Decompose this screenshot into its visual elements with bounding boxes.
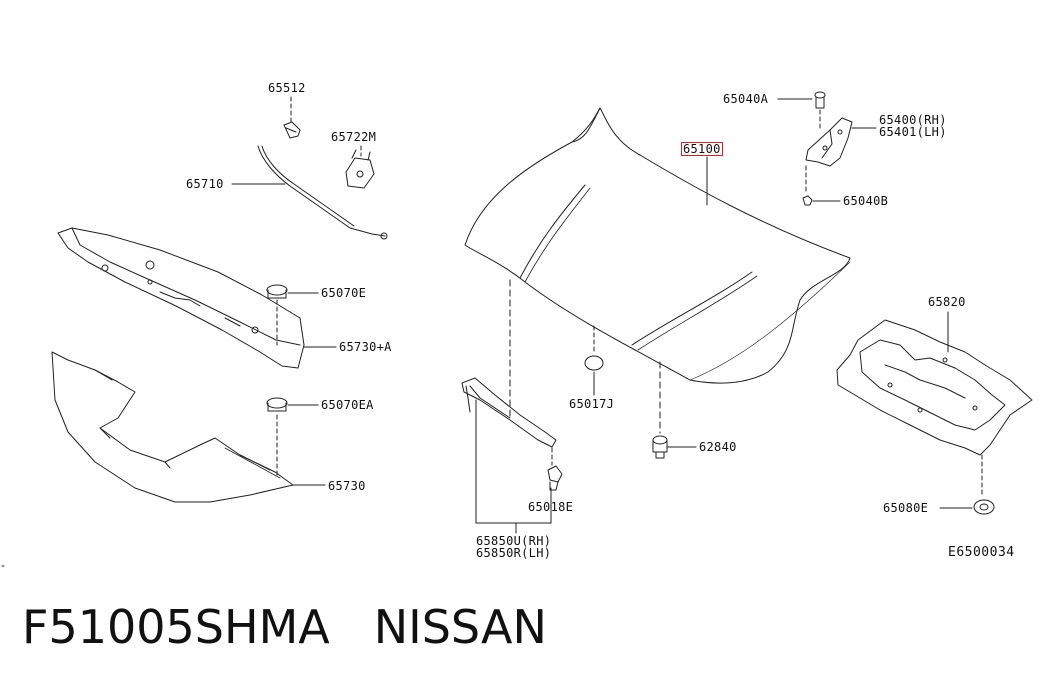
bumper-65070e bbox=[266, 284, 288, 299]
label-65070e: 65070E bbox=[321, 286, 367, 300]
bolt-65040a bbox=[814, 91, 826, 109]
label-65730: 65730 bbox=[328, 479, 366, 493]
hood-support-rod bbox=[257, 145, 388, 240]
drawing-code: E6500034 bbox=[948, 545, 1015, 560]
grommet-65017j bbox=[584, 355, 604, 371]
clip-65512 bbox=[283, 121, 301, 139]
label-65850r: 65850R(LH) bbox=[476, 546, 552, 560]
hood-front-panel bbox=[57, 227, 305, 369]
hood-hinge bbox=[805, 117, 853, 167]
rod-holder bbox=[345, 149, 375, 189]
nut-65040b bbox=[802, 195, 813, 206]
bumper-65070ea bbox=[266, 397, 288, 412]
label-65401lh: 65401(LH) bbox=[879, 125, 947, 139]
part-number: F51005SHMA bbox=[22, 600, 330, 654]
parts-diagram bbox=[1, 91, 1033, 567]
label-65040a: 65040A bbox=[723, 92, 769, 106]
hood-seal-strip bbox=[461, 377, 557, 448]
label-65080e: 65080E bbox=[883, 501, 929, 515]
label-62840: 62840 bbox=[699, 440, 737, 454]
label-65730a: 65730+A bbox=[339, 340, 392, 354]
label-65512: 65512 bbox=[268, 81, 306, 95]
label-65100: 65100 bbox=[681, 142, 723, 156]
label-65040b: 65040B bbox=[843, 194, 889, 208]
bumper-62840 bbox=[652, 435, 668, 459]
label-65710: 65710 bbox=[186, 177, 224, 191]
label-65820: 65820 bbox=[928, 295, 966, 309]
label-65400rh: 65400(RH) bbox=[879, 113, 947, 127]
label-65722m: 65722M bbox=[331, 130, 377, 144]
clip-65080e bbox=[973, 499, 995, 515]
footer-title: F51005SHMA NISSAN bbox=[22, 600, 547, 654]
hood-panel bbox=[464, 107, 851, 384]
hood-insulator bbox=[836, 319, 1033, 456]
hood-lower-panel bbox=[51, 351, 294, 503]
brand-name: NISSAN bbox=[373, 600, 547, 654]
label-65850u: 65850U(RH) bbox=[476, 534, 552, 548]
clip-65018e bbox=[547, 465, 563, 491]
label-65070ea: 65070EA bbox=[321, 398, 374, 412]
label-65018e: 65018E bbox=[528, 500, 574, 514]
label-65017j: 65017J bbox=[569, 397, 615, 411]
